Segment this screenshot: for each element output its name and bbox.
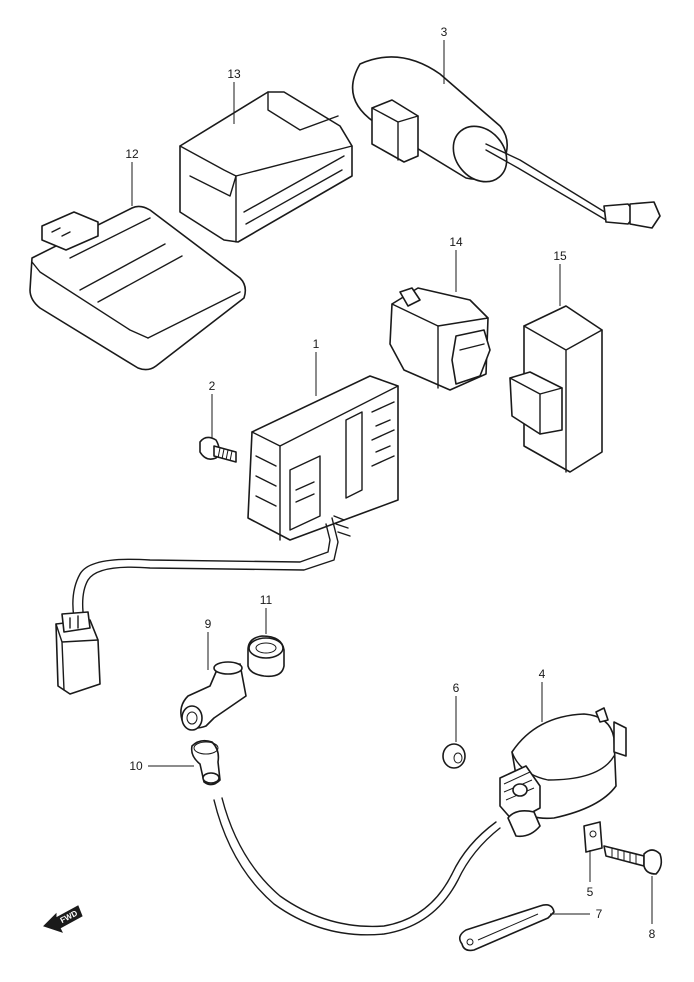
part-8-bolt: [603, 845, 663, 875]
part-15-module: [509, 305, 603, 473]
callout-11: 11: [260, 593, 273, 607]
callout-15: 15: [553, 249, 567, 263]
callout-1: 1: [313, 337, 320, 351]
callout-6: 6: [453, 681, 460, 695]
high-tension-lead: [213, 797, 501, 936]
part-14-relay: [389, 287, 491, 391]
part-5-clip-nut: [583, 821, 603, 853]
callout-5: 5: [587, 885, 594, 899]
harness-connector: [55, 611, 101, 695]
part-13-cover: [179, 91, 353, 243]
part-7-clamp-band: [458, 904, 555, 952]
callout-13: 13: [227, 67, 241, 81]
callout-labels: 3 13 12 14 15 1 2 11 9 10 6 4 5 7 8: [125, 25, 655, 941]
callout-8: 8: [649, 927, 656, 941]
callout-4: 4: [539, 667, 546, 681]
harness-wire: [72, 515, 351, 621]
part-2-screw: [199, 436, 237, 463]
part-3-condenser: [351, 56, 661, 229]
callout-12: 12: [125, 147, 139, 161]
callout-14: 14: [449, 235, 463, 249]
callout-2: 2: [209, 379, 216, 393]
part-12-ecu-unit: [29, 205, 247, 371]
part-9-plug-cap: [180, 661, 247, 731]
part-11-grommet: [247, 635, 285, 678]
part-4-ignition-coil: [499, 707, 627, 838]
leader-lines: [131, 40, 653, 924]
part-6-washer: [442, 743, 466, 769]
callout-7: 7: [596, 907, 603, 921]
fwd-arrow-icon: FWD: [43, 905, 83, 933]
part-10-cap-end: [190, 739, 221, 786]
part-1-regulator-rectifier: [247, 375, 399, 541]
callout-3: 3: [441, 25, 448, 39]
callout-10: 10: [129, 759, 143, 773]
callout-9: 9: [205, 617, 212, 631]
